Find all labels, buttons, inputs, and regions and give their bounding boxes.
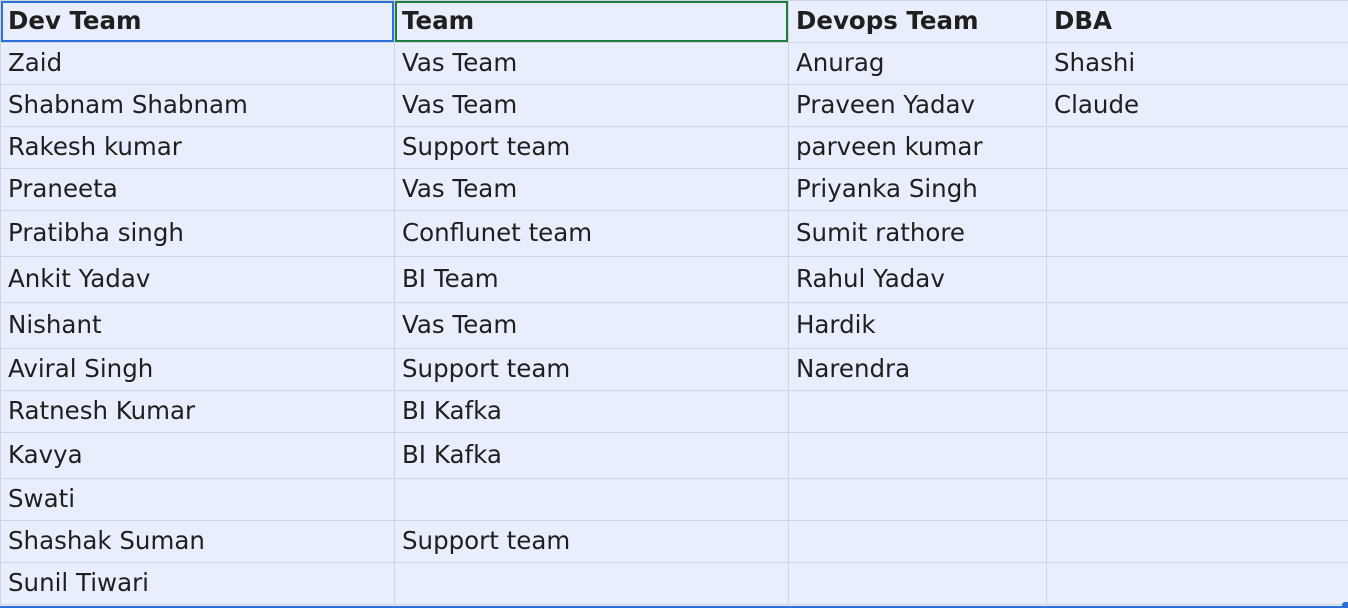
cell-dba[interactable] — [1046, 478, 1348, 521]
cell-team[interactable]: Vas Team — [394, 42, 789, 85]
cell-dev-team[interactable]: Ankit Yadav — [0, 256, 395, 303]
resize-handle[interactable] — [1342, 602, 1348, 608]
cell-team[interactable]: BI Kafka — [394, 432, 789, 479]
cell-team[interactable]: BI Team — [394, 256, 789, 303]
cell-dba[interactable]: Claude — [1046, 84, 1348, 127]
cell-dev-team[interactable]: Praneeta — [0, 168, 395, 211]
cell-dba[interactable] — [1046, 302, 1348, 349]
cell-dev-team[interactable]: Zaid — [0, 42, 395, 85]
cell-team[interactable] — [394, 478, 789, 521]
cell-team[interactable]: Support team — [394, 348, 789, 391]
cell-devops-team[interactable]: Priyanka Singh — [788, 168, 1047, 211]
cell-dba[interactable] — [1046, 432, 1348, 479]
header-cell-dba[interactable]: DBA — [1046, 0, 1348, 43]
header-cell-devops-team[interactable]: Devops Team — [788, 0, 1047, 43]
header-row: Dev Team Team Devops Team DBA — [0, 0, 1348, 43]
table-row: Praneeta Vas Team Priyanka Singh — [0, 168, 1348, 211]
header-cell-team[interactable]: Team — [394, 0, 789, 43]
cell-devops-team[interactable]: Narendra — [788, 348, 1047, 391]
table-row: Ratnesh Kumar BI Kafka — [0, 390, 1348, 433]
table-row: Nishant Vas Team Hardik — [0, 302, 1348, 349]
cell-dba[interactable] — [1046, 390, 1348, 433]
cell-dba[interactable] — [1046, 126, 1348, 169]
cell-dba[interactable] — [1046, 348, 1348, 391]
cell-team[interactable] — [394, 562, 789, 605]
cell-dev-team[interactable]: Shashak Suman — [0, 520, 395, 563]
table-row: Sunil Tiwari — [0, 562, 1348, 605]
cell-devops-team[interactable]: Rahul Yadav — [788, 256, 1047, 303]
table-row: Pratibha singh Conflunet team Sumit rath… — [0, 210, 1348, 257]
selection-border — [0, 606, 1348, 608]
cell-devops-team[interactable] — [788, 520, 1047, 563]
table-row: Aviral Singh Support team Narendra — [0, 348, 1348, 391]
cell-dev-team[interactable]: Kavya — [0, 432, 395, 479]
cell-dev-team[interactable]: Shabnam Shabnam — [0, 84, 395, 127]
cell-devops-team[interactable] — [788, 562, 1047, 605]
cell-team[interactable]: Vas Team — [394, 84, 789, 127]
cell-dba[interactable] — [1046, 520, 1348, 563]
table-row: Ankit Yadav BI Team Rahul Yadav — [0, 256, 1348, 303]
cell-devops-team[interactable]: Sumit rathore — [788, 210, 1047, 257]
cell-team[interactable]: Support team — [394, 520, 789, 563]
cell-devops-team[interactable]: Praveen Yadav — [788, 84, 1047, 127]
cell-team[interactable]: Conflunet team — [394, 210, 789, 257]
cell-devops-team[interactable] — [788, 390, 1047, 433]
cell-dba[interactable] — [1046, 256, 1348, 303]
cell-dev-team[interactable]: Swati — [0, 478, 395, 521]
cell-team[interactable]: Vas Team — [394, 168, 789, 211]
cell-dba[interactable]: Shashi — [1046, 42, 1348, 85]
table-row: Swati — [0, 478, 1348, 521]
cell-dba[interactable] — [1046, 168, 1348, 211]
cell-dba[interactable] — [1046, 210, 1348, 257]
cell-devops-team[interactable]: Hardik — [788, 302, 1047, 349]
table-row: Shabnam Shabnam Vas Team Praveen Yadav C… — [0, 84, 1348, 127]
cell-dev-team[interactable]: Rakesh kumar — [0, 126, 395, 169]
table-row: Kavya BI Kafka — [0, 432, 1348, 479]
cell-dba[interactable] — [1046, 562, 1348, 605]
cell-dev-team[interactable]: Ratnesh Kumar — [0, 390, 395, 433]
header-cell-dev-team[interactable]: Dev Team — [0, 0, 395, 43]
table-row: Shashak Suman Support team — [0, 520, 1348, 563]
cell-team[interactable]: Support team — [394, 126, 789, 169]
cell-devops-team[interactable] — [788, 478, 1047, 521]
table-row: Zaid Vas Team Anurag Shashi — [0, 42, 1348, 85]
table-row: Rakesh kumar Support team parveen kumar — [0, 126, 1348, 169]
cell-dev-team[interactable]: Sunil Tiwari — [0, 562, 395, 605]
cell-dev-team[interactable]: Nishant — [0, 302, 395, 349]
cell-team[interactable]: Vas Team — [394, 302, 789, 349]
cell-devops-team[interactable]: parveen kumar — [788, 126, 1047, 169]
cell-devops-team[interactable] — [788, 432, 1047, 479]
cell-dev-team[interactable]: Pratibha singh — [0, 210, 395, 257]
cell-devops-team[interactable]: Anurag — [788, 42, 1047, 85]
cell-dev-team[interactable]: Aviral Singh — [0, 348, 395, 391]
cell-team[interactable]: BI Kafka — [394, 390, 789, 433]
